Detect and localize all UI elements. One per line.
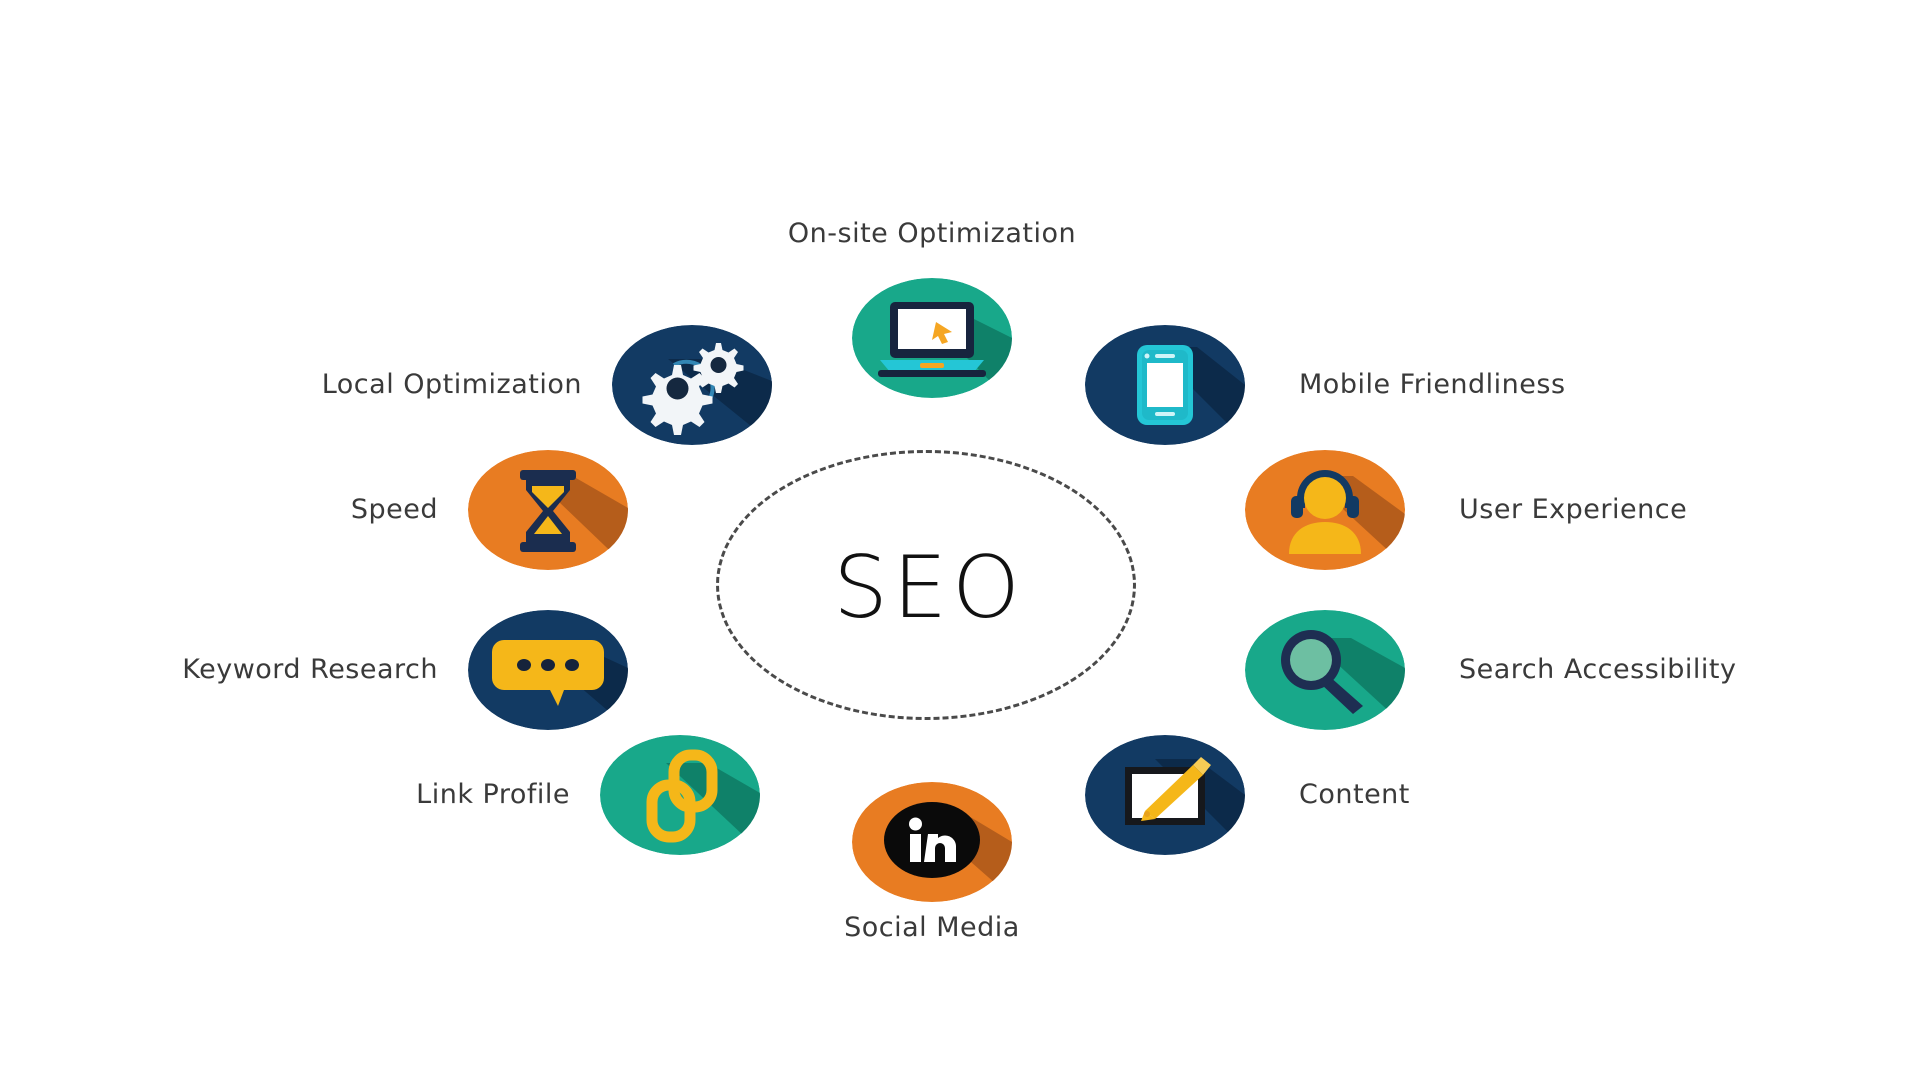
magnifier-icon[interactable] <box>1245 610 1405 730</box>
node-label-social-media: Social Media <box>844 912 1020 943</box>
node-label-search-accessibility: Search Accessibility <box>1459 654 1737 685</box>
node-user-experience[interactable]: User Experience <box>1245 450 1687 570</box>
node-search-accessibility[interactable]: Search Accessibility <box>1245 610 1736 730</box>
gears-icon[interactable] <box>612 325 772 445</box>
node-link-profile[interactable]: Link Profile <box>416 735 760 855</box>
node-label-keyword-research: Keyword Research <box>182 654 438 685</box>
node-on-site-optimization[interactable]: On-site Optimization <box>788 218 1076 398</box>
node-mobile-friendliness[interactable]: Mobile Friendliness <box>1085 325 1565 445</box>
node-label-on-site-optimization: On-site Optimization <box>787 218 1077 249</box>
center-hub-circle: SEO <box>716 450 1136 720</box>
laptop-icon[interactable] <box>852 278 1012 398</box>
node-local-optimization[interactable]: Local Optimization <box>322 325 772 445</box>
node-label-content: Content <box>1299 779 1410 810</box>
linkedin-icon[interactable] <box>852 782 1012 902</box>
smartphone-icon[interactable] <box>1085 325 1245 445</box>
node-keyword-research[interactable]: Keyword Research <box>182 610 628 730</box>
node-label-local-optimization: Local Optimization <box>321 369 582 400</box>
hourglass-icon[interactable] <box>468 450 628 570</box>
pencil-note-icon[interactable] <box>1085 735 1245 855</box>
center-hub-label: SEO <box>833 538 1025 638</box>
node-label-speed: Speed <box>350 494 438 525</box>
node-social-media[interactable]: Social Media <box>844 782 1019 943</box>
node-label-link-profile: Link Profile <box>416 779 570 810</box>
speech-bubble-icon[interactable] <box>468 610 628 730</box>
chain-link-icon[interactable] <box>600 735 760 855</box>
node-label-mobile-friendliness: Mobile Friendliness <box>1299 369 1566 400</box>
user-headset-icon[interactable] <box>1245 450 1405 570</box>
node-label-user-experience: User Experience <box>1459 494 1688 525</box>
node-speed[interactable]: Speed <box>351 450 628 570</box>
node-content[interactable]: Content <box>1085 735 1409 855</box>
